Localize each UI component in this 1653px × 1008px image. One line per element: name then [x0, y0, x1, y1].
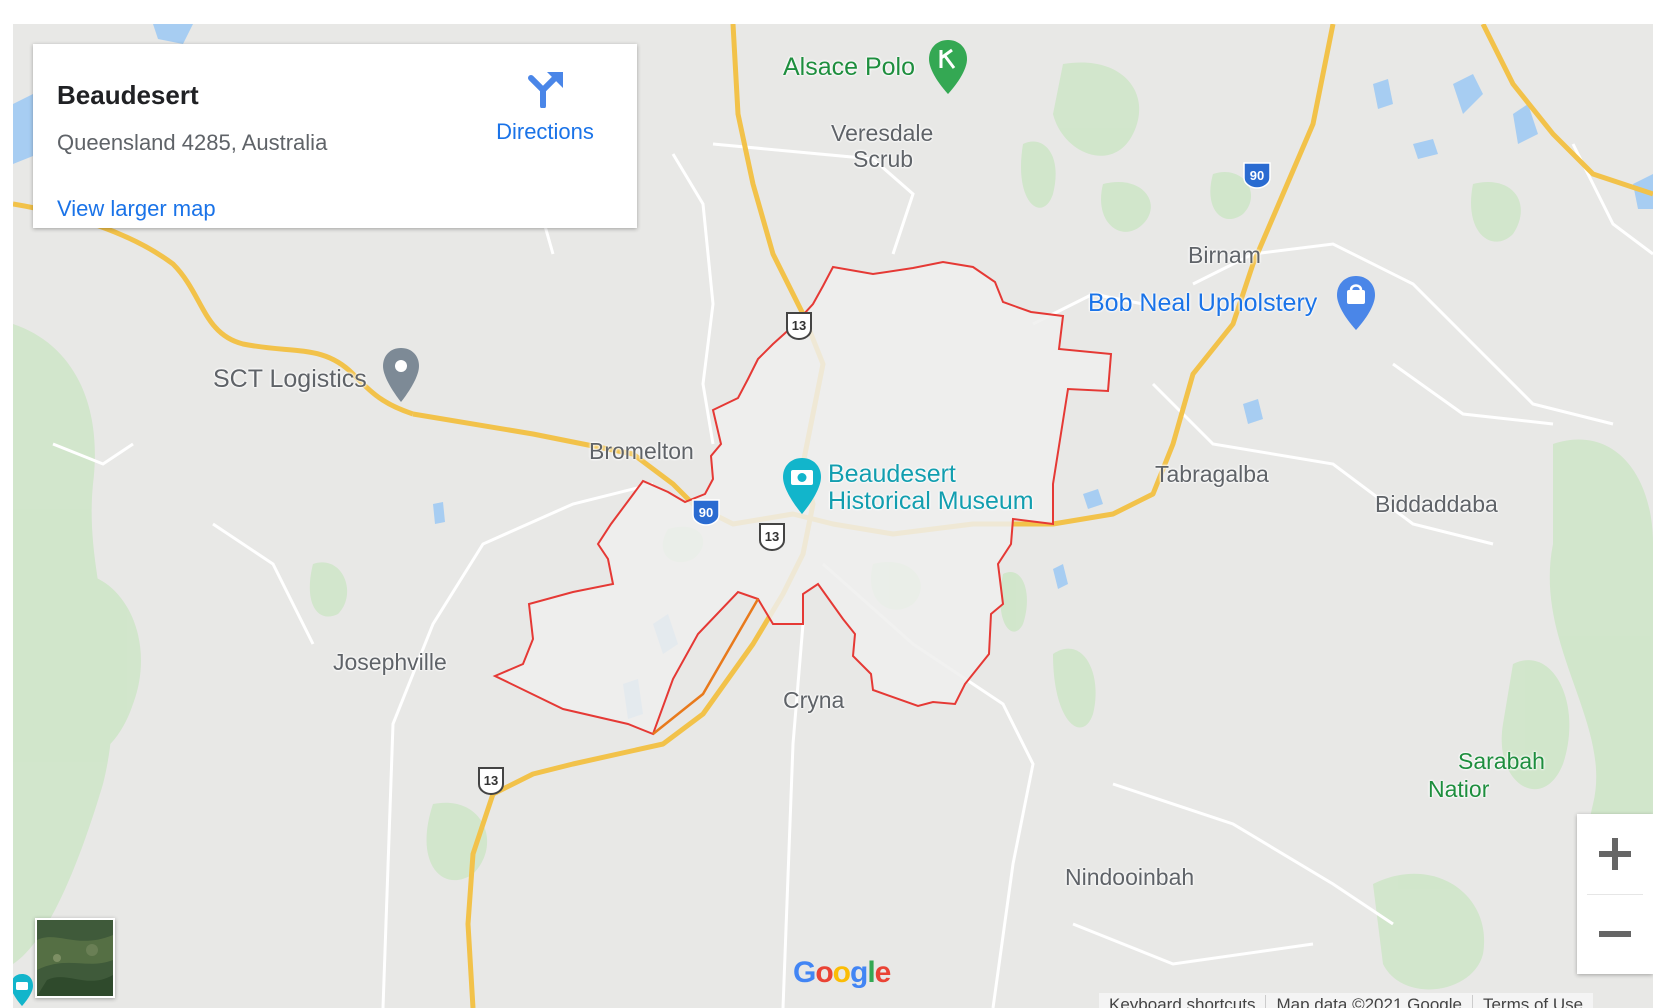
- view-larger-map-link[interactable]: View larger map: [57, 196, 216, 221]
- place-label-sct-logistics[interactable]: SCT Logistics: [213, 365, 367, 393]
- map-pin-icon[interactable]: [381, 346, 421, 404]
- map-data-attribution: Map data ©2021 Google: [1265, 995, 1472, 1008]
- place-label-nindooinbah: Nindooinbah: [1065, 864, 1195, 890]
- google-logo: Google: [793, 956, 891, 989]
- svg-text:13: 13: [765, 529, 779, 544]
- svg-text:13: 13: [792, 318, 806, 333]
- svg-text:90: 90: [1250, 168, 1264, 183]
- place-label-veresdale: Veresdale: [831, 120, 934, 146]
- poi-label-bob-neal-upholstery[interactable]: Bob Neal Upholstery: [1088, 289, 1318, 317]
- place-label-sarabah: Sarabah: [1458, 748, 1545, 774]
- route-90-shield-icon: 90: [692, 499, 720, 526]
- satellite-thumbnail-icon: [37, 920, 113, 996]
- directions-button[interactable]: Directions: [485, 68, 605, 145]
- place-label-national-park: Natior: [1428, 776, 1490, 802]
- svg-text:90: 90: [699, 505, 713, 520]
- place-info-card: Beaudesert Queensland 4285, Australia Vi…: [33, 44, 637, 228]
- polo-icon[interactable]: [926, 38, 970, 96]
- minus-icon: [1599, 931, 1631, 937]
- place-label-biddaddaba: Biddaddaba: [1375, 491, 1498, 517]
- place-label-cryna: Cryna: [783, 687, 845, 713]
- map-footer: Keyboard shortcuts Map data ©2021 Google…: [1099, 993, 1594, 1008]
- terms-of-use-link[interactable]: Terms of Use: [1471, 995, 1593, 1008]
- zoom-control: [1577, 814, 1653, 974]
- poi-label-museum-line1[interactable]: Beaudesert: [828, 460, 956, 488]
- zoom-divider: [1587, 894, 1643, 895]
- place-label-scrub: Scrub: [853, 146, 914, 172]
- place-label-birnam: Birnam: [1188, 242, 1261, 268]
- boundary-highway-overlap: [652, 598, 760, 735]
- route-13-shield-icon: 13: [478, 767, 504, 796]
- route-13-shield-icon: 13: [786, 312, 812, 341]
- directions-label: Directions: [496, 119, 594, 144]
- camera-icon[interactable]: [781, 456, 823, 516]
- shopping-bag-icon[interactable]: [1335, 274, 1377, 332]
- satellite-toggle-button[interactable]: [35, 918, 115, 998]
- poi-label-alsace-polo[interactable]: Alsace Polo: [783, 53, 916, 81]
- zoom-out-button[interactable]: [1577, 894, 1653, 974]
- keyboard-shortcuts-link[interactable]: Keyboard shortcuts: [1109, 995, 1256, 1008]
- plus-icon: [1599, 838, 1631, 870]
- directions-icon: [528, 72, 563, 109]
- route-13-shield-icon: 13: [759, 523, 785, 552]
- place-label-josephville: Josephville: [333, 649, 447, 675]
- place-title: Beaudesert: [57, 80, 199, 110]
- map-canvas[interactable]: Beaudesert Queensland 4285, Australia Vi…: [13, 24, 1653, 1008]
- minor-roads: [52, 142, 1653, 1008]
- place-label-bromelton: Bromelton: [589, 438, 694, 464]
- place-address: Queensland 4285, Australia: [57, 130, 328, 155]
- svg-text:13: 13: [484, 773, 498, 788]
- poi-label-museum-line2[interactable]: Historical Museum: [828, 487, 1034, 515]
- route-90-shield-icon: 90: [1243, 162, 1271, 189]
- zoom-in-button[interactable]: [1577, 814, 1653, 894]
- place-label-tabragalba: Tabragalba: [1155, 461, 1269, 487]
- street-view-pegman-icon[interactable]: [13, 972, 35, 1008]
